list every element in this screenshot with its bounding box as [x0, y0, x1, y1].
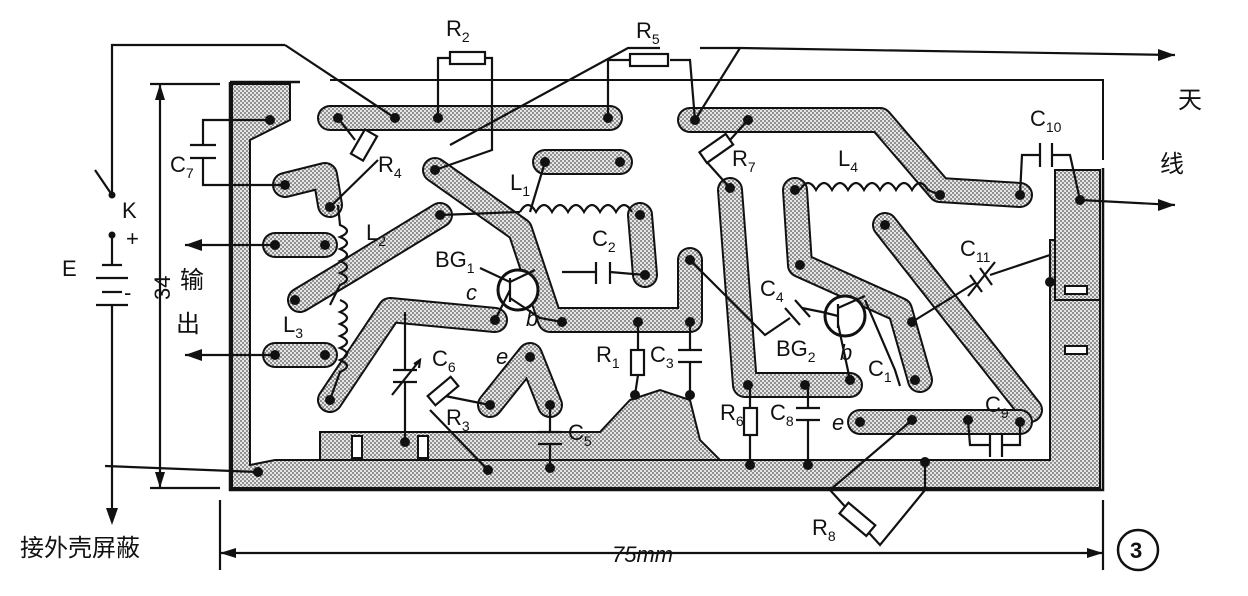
- pin-e-bg1: e: [496, 344, 508, 369]
- resistors: [329, 50, 927, 547]
- resistor-r7: [697, 132, 735, 165]
- capacitors: [190, 118, 1082, 468]
- capacitor-c2: [594, 262, 612, 284]
- label-c8: C8: [770, 400, 794, 429]
- output-arrow-top: [185, 239, 202, 251]
- cjk-labels: 天 线 输 出 接外壳屏蔽: [20, 86, 1202, 562]
- antenna-arrow-bottom: [1158, 199, 1175, 211]
- label-e: E: [62, 256, 77, 281]
- antenna-label-2: 线: [1160, 150, 1184, 178]
- capacitor-c9: [988, 433, 1004, 457]
- label-r1: R1: [596, 342, 620, 371]
- figure-number-badge: 3: [1116, 528, 1160, 572]
- label-plus: +: [126, 226, 139, 251]
- label-c4: C4: [760, 276, 784, 305]
- resistor-r6: [742, 406, 759, 437]
- dimension-lines: [150, 82, 1105, 570]
- shield-arrow: [106, 508, 118, 525]
- capacitor-c6: [391, 357, 422, 396]
- output-label-2: 出: [176, 310, 200, 338]
- label-k: K: [122, 198, 137, 223]
- pin-c-bg1: c: [466, 280, 477, 305]
- output-label-1: 输: [180, 266, 204, 294]
- resistor-r8: [837, 501, 877, 538]
- label-c2: C2: [592, 226, 616, 255]
- label-r6: R6: [720, 400, 744, 429]
- capacitor-c5: [538, 430, 562, 446]
- label-c7: C7: [170, 152, 194, 181]
- height-dimension: 34: [150, 276, 175, 300]
- transistor-bg2: [821, 294, 867, 381]
- inductor-l3: [328, 298, 349, 401]
- label-r7: R7: [732, 146, 756, 175]
- shield-label: 接外壳屏蔽: [20, 534, 140, 562]
- label-l1: L1: [510, 170, 530, 199]
- capacitor-c10: [1038, 143, 1054, 167]
- label-l4: L4: [838, 146, 858, 175]
- label-r3: R3: [446, 405, 470, 434]
- antenna-arrow-top: [1158, 49, 1175, 61]
- label-c3: C3: [650, 342, 674, 371]
- resistor-r4: [349, 127, 379, 163]
- capacitor-c7: [190, 143, 216, 160]
- label-bg1: BG1: [435, 247, 475, 276]
- label-r2: R2: [446, 16, 470, 45]
- pin-e-bg2: e: [832, 410, 844, 435]
- width-dimension: 75mm: [612, 542, 673, 567]
- label-r8: R8: [812, 515, 836, 544]
- dimension-labels: 75mm 34: [150, 276, 673, 567]
- antenna-label-1: 天: [1178, 86, 1202, 114]
- label-c10: C10: [1030, 106, 1062, 135]
- switch-k: [94, 169, 116, 239]
- label-r4: R4: [378, 152, 402, 181]
- pin-b-bg2: b: [840, 340, 852, 365]
- capacitor-c11: [967, 261, 996, 297]
- transistor-bg1: [479, 267, 563, 324]
- component-labels: R2 R5 R4 R7 R1 R3 R6 R8 C7 C10 C11 C2 C3…: [62, 16, 1062, 544]
- copper-traces: [262, 105, 1043, 435]
- resistor-r5: [628, 52, 670, 68]
- resistor-r3: [426, 375, 460, 407]
- resistor-r2: [448, 50, 487, 66]
- arrows: [106, 49, 1175, 525]
- label-c6: C6: [432, 346, 456, 375]
- board-outline: [228, 79, 1105, 492]
- inductors: [328, 161, 941, 401]
- label-l3: L3: [283, 312, 303, 341]
- pin-b-bg1: b: [526, 306, 538, 331]
- label-c5: C5: [568, 420, 592, 449]
- capacitor-c8: [796, 406, 820, 422]
- label-minus: -: [124, 280, 131, 305]
- label-c11: C11: [960, 236, 991, 265]
- label-c1: C1: [868, 356, 892, 385]
- output-arrow-bottom: [185, 349, 202, 361]
- label-r5: R5: [636, 18, 660, 47]
- inductor-l1: [519, 203, 633, 215]
- inductor-l2: [329, 204, 349, 306]
- label-c9: C9: [985, 392, 1009, 421]
- label-l2: L2: [366, 220, 386, 249]
- label-bg2: BG2: [776, 336, 816, 365]
- capacitor-c3: [678, 348, 702, 364]
- resistor-r1: [629, 348, 646, 377]
- inductor-l4: [799, 181, 941, 197]
- capacitor-c4: [784, 299, 811, 326]
- figure-number: 3: [1130, 538, 1142, 563]
